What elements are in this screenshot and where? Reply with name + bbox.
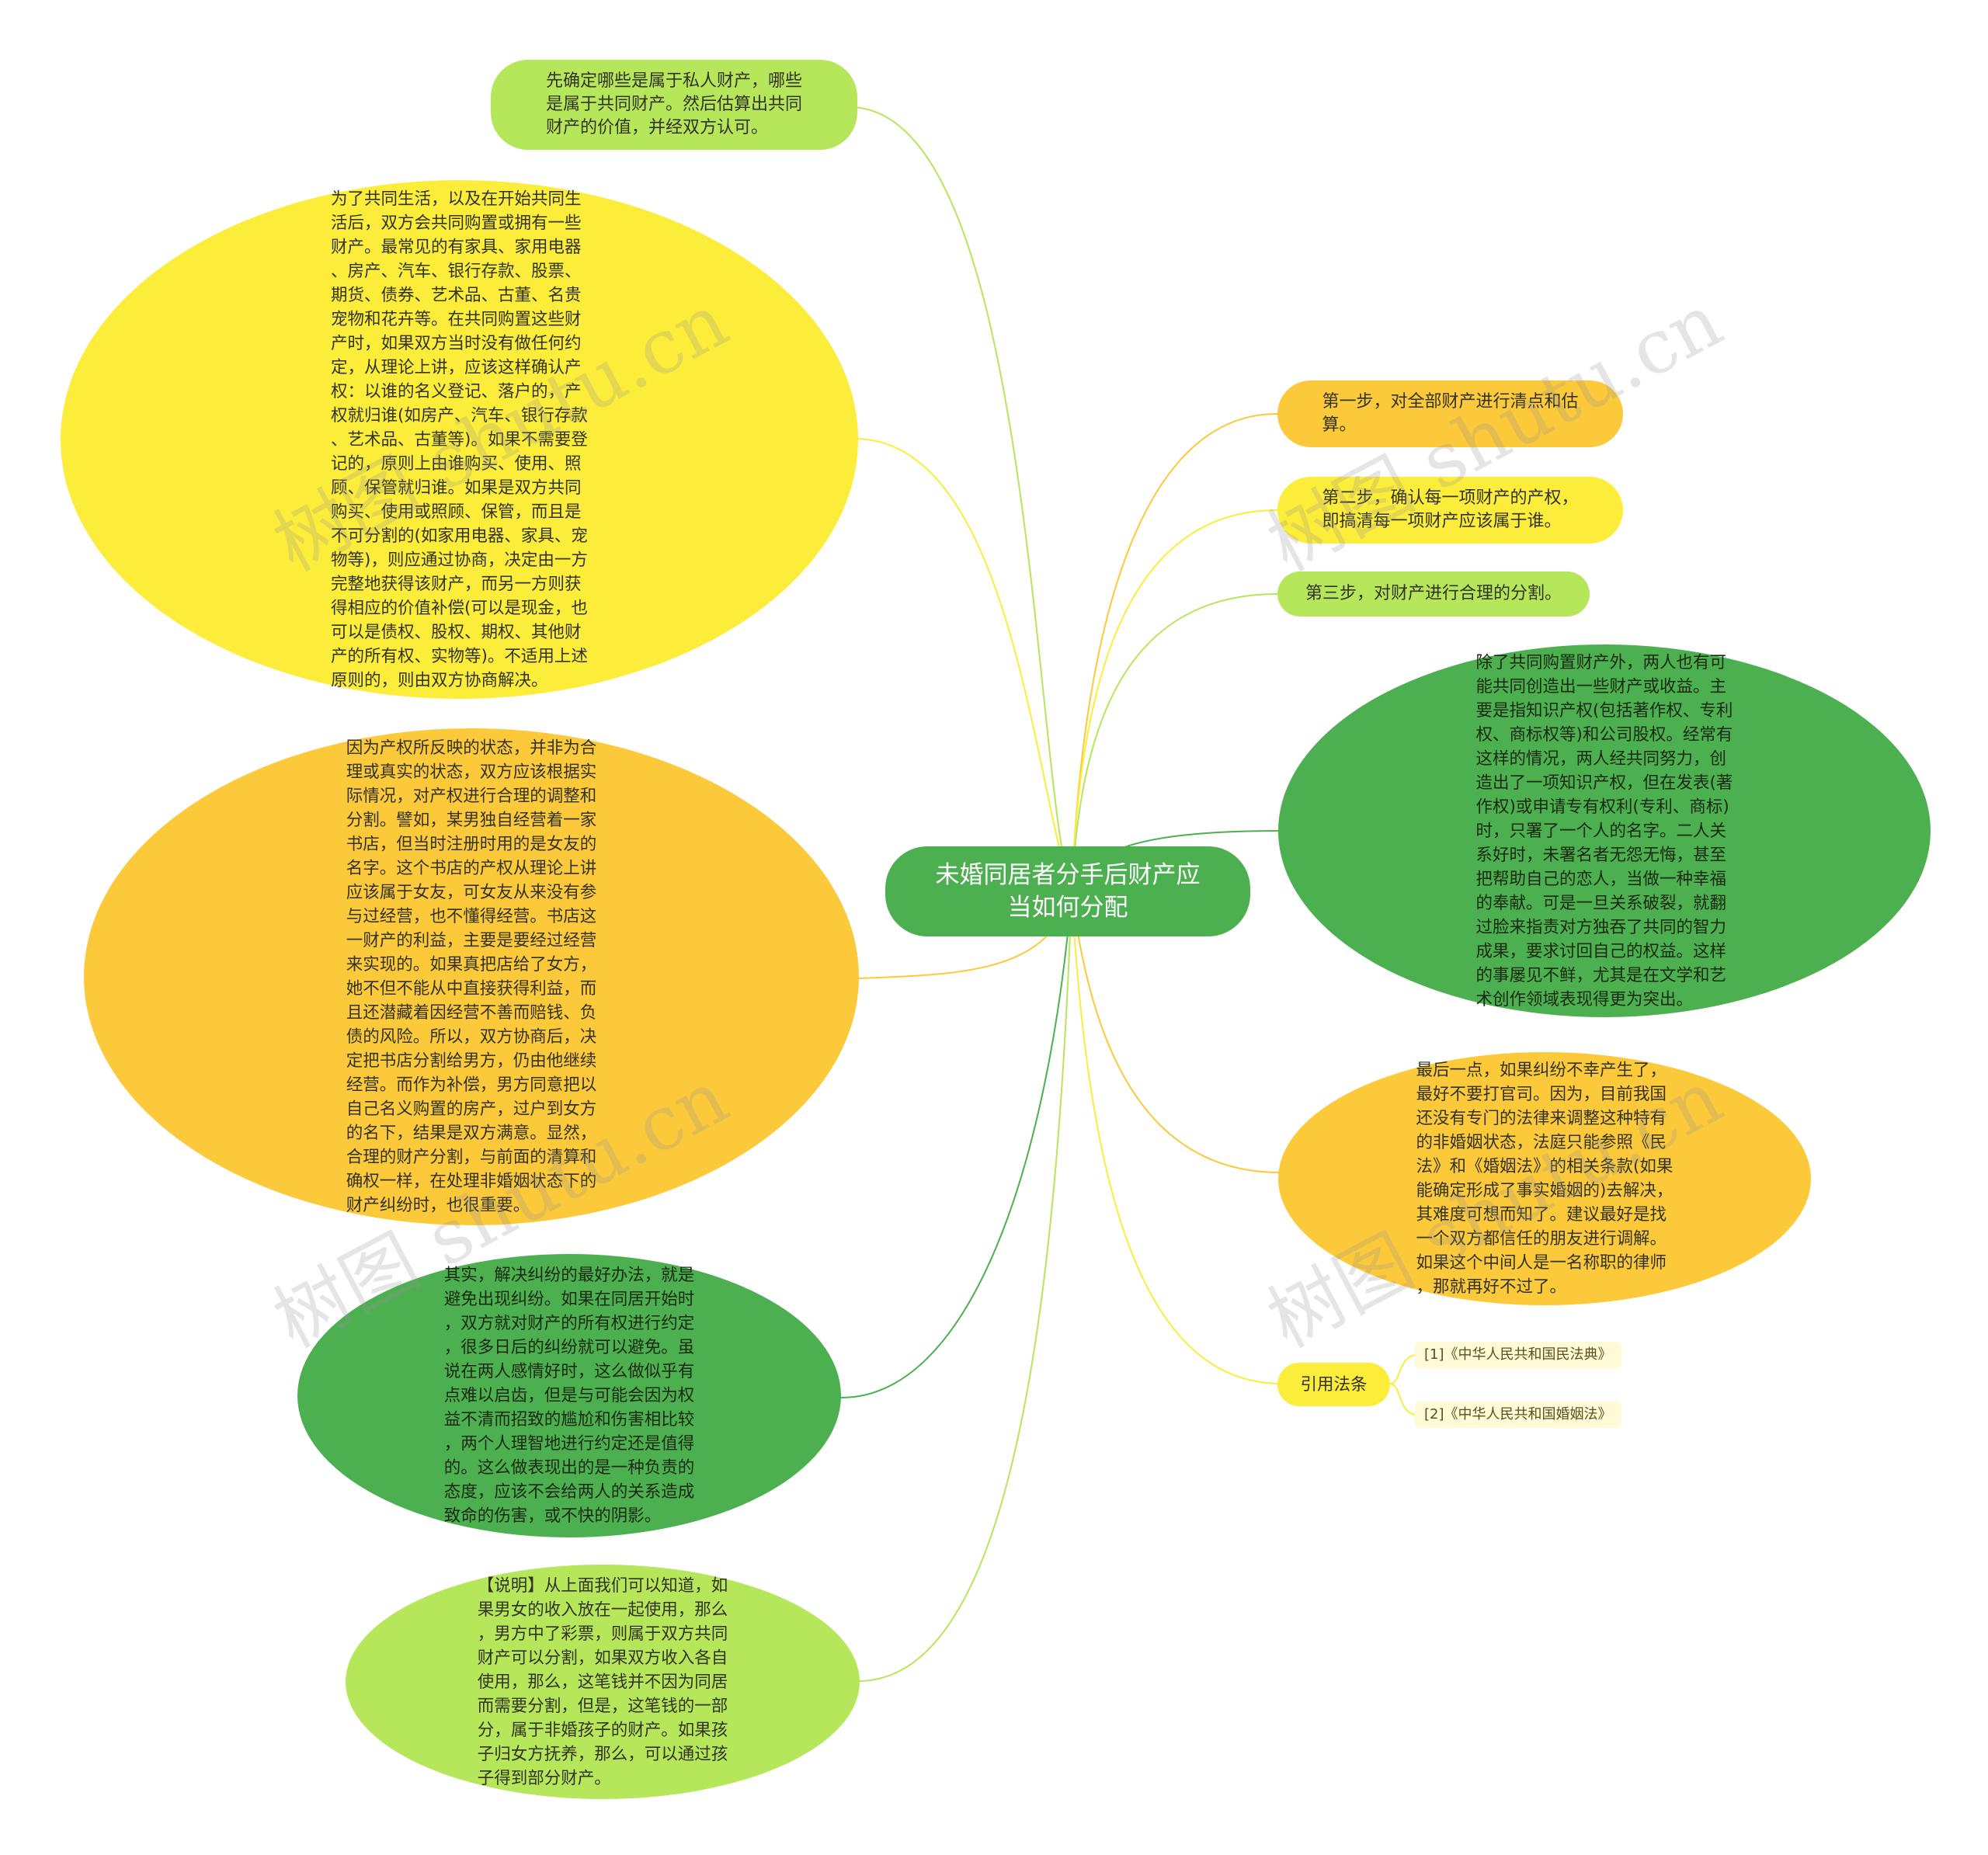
root-topic-label: 未婚同居者分手后财产应 当如何分配 — [935, 861, 1201, 922]
link-right-3 — [1071, 593, 1278, 894]
right-node-ip[interactable]: 除了共同购置财产外，两人也有可 能共同创造出一些财产或收益。主 要是指知识产权(… — [1278, 644, 1931, 1017]
left-node-5[interactable]: 【说明】从上面我们可以知道，如 果男女的收入放在一起使用，那么 ，男方中了彩票，… — [346, 1565, 860, 1799]
link-right-5 — [1071, 892, 1281, 1173]
link-left-1 — [850, 106, 1072, 894]
step-1-node[interactable]: 第一步，对全部财产进行清点和估 算。 — [1277, 380, 1623, 447]
left-node-4[interactable]: 其实，解决纠纷的最好办法，就是 避免出现纠纷。如果在同居开始时 ，双方就对财产的… — [297, 1254, 841, 1537]
step-2-text: 第二步，确认每一项财产的产权， 即搞清每一项财产应该属于谁。 — [1322, 488, 1579, 531]
link-ref-2 — [1389, 1383, 1418, 1416]
link-left-4 — [840, 892, 1072, 1398]
right-node-dispute-text: 最后一点，如果纠纷不幸产生了， 最好不要打官司。因为，目前我国 还没有专门的法律… — [1416, 1061, 1673, 1297]
link-right-6 — [1071, 892, 1281, 1384]
left-node-1[interactable]: 先确定哪些是属于私人财产，哪些 是属于共同财产。然后估算出共同 财产的价值，并经… — [491, 60, 857, 150]
references-node[interactable]: 引用法条 — [1277, 1363, 1390, 1406]
references-node-label: 引用法条 — [1300, 1374, 1368, 1395]
link-left-5 — [857, 892, 1072, 1682]
step-2-node[interactable]: 第二步，确认每一项财产的产权， 即搞清每一项财产应该属于谁。 — [1277, 477, 1623, 544]
reference-item-2[interactable]: [2]《中华人民共和国婚姻法》 — [1415, 1402, 1621, 1428]
left-node-4-text: 其实，解决纠纷的最好办法，就是 避免出现纠纷。如果在同居开始时 ，双方就对财产的… — [443, 1266, 695, 1526]
left-node-1-text: 先确定哪些是属于私人财产，哪些 是属于共同财产。然后估算出共同 财产的价值，并经… — [545, 71, 802, 137]
link-right-1 — [1071, 412, 1280, 894]
right-node-ip-text: 除了共同购置财产外，两人也有可 能共同创造出一些财产或收益。主 要是指知识产权(… — [1475, 652, 1733, 1009]
step-1-text: 第一步，对全部财产进行清点和估 算。 — [1322, 392, 1579, 435]
left-node-2[interactable]: 为了共同生活，以及在开始共同生 活后，双方会共同购置或拥有一些 财产。最常见的有… — [61, 180, 858, 699]
right-node-dispute[interactable]: 最后一点，如果纠纷不幸产生了， 最好不要打官司。因为，目前我国 还没有专门的法律… — [1278, 1052, 1811, 1305]
left-node-3-text: 因为产权所反映的状态，并非为合 理或真实的状态，双方应该根据实 际情况，对产权进… — [346, 738, 597, 1215]
link-left-2 — [853, 438, 1072, 894]
link-ref-1 — [1389, 1354, 1418, 1384]
step-3-text: 第三步，对财产进行合理的分割。 — [1305, 584, 1562, 603]
step-3-node[interactable]: 第三步，对财产进行合理的分割。 — [1277, 571, 1590, 617]
reference-item-1[interactable]: [1]《中华人民共和国民法典》 — [1415, 1342, 1621, 1368]
root-topic[interactable]: 未婚同居者分手后财产应 当如何分配 — [885, 846, 1250, 936]
link-right-2 — [1071, 509, 1280, 894]
left-node-2-text: 为了共同生活，以及在开始共同生 活后，双方会共同购置或拥有一些 财产。最常见的有… — [331, 189, 588, 690]
left-node-3[interactable]: 因为产权所反映的状态，并非为合 理或真实的状态，双方应该根据实 际情况，对产权进… — [84, 728, 859, 1225]
left-node-5-text: 【说明】从上面我们可以知道，如 果男女的收入放在一起使用，那么 ，男方中了彩票，… — [477, 1575, 728, 1788]
